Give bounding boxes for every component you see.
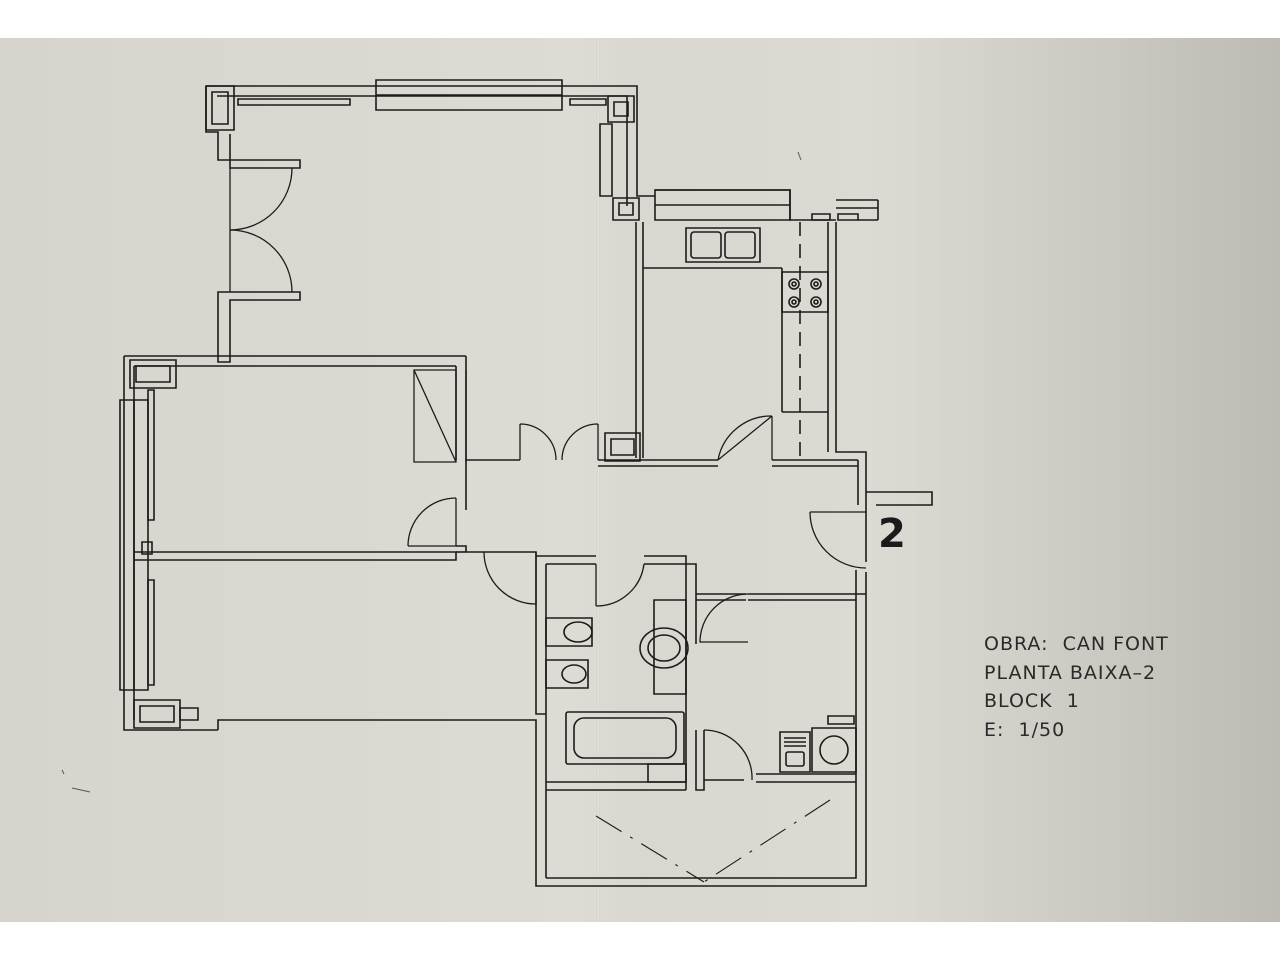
paper-shadow bbox=[860, 38, 1280, 922]
laundry-fixtures bbox=[780, 716, 856, 772]
block-name: BLOCK 1 bbox=[984, 690, 1080, 712]
unit-number-label: 2 bbox=[878, 511, 906, 557]
entrance-door bbox=[810, 512, 866, 568]
project-name: OBRA: CAN FONT bbox=[984, 633, 1169, 655]
scale-label: E: 1/50 bbox=[984, 718, 1066, 741]
washbasin bbox=[640, 628, 688, 668]
paper-sheet bbox=[0, 38, 1280, 922]
bathroom-door bbox=[596, 564, 644, 606]
paper-marks bbox=[62, 152, 801, 792]
bathroom-fixtures bbox=[546, 600, 688, 782]
kitchen-fixtures bbox=[643, 222, 828, 458]
washing-machine bbox=[812, 728, 856, 772]
bedroom-door bbox=[408, 498, 456, 546]
cooktop bbox=[782, 272, 828, 312]
doors bbox=[230, 168, 866, 780]
paper-fold bbox=[597, 38, 600, 922]
laundry-sink bbox=[780, 732, 810, 772]
gallery-skylight bbox=[596, 800, 830, 882]
kitchen-sink bbox=[686, 228, 760, 262]
bathtub bbox=[566, 712, 684, 764]
structural-columns bbox=[130, 86, 640, 728]
floor-name: PLANTA BAIXA–2 bbox=[984, 661, 1157, 684]
kitchen-door bbox=[718, 416, 772, 460]
toilet bbox=[546, 618, 592, 646]
windows bbox=[120, 80, 878, 690]
terrace-door bbox=[230, 168, 292, 230]
bidet bbox=[546, 660, 588, 688]
living-door bbox=[520, 424, 556, 460]
title-block: OBRA: CAN FONT PLANTA BAIXA–2 BLOCK 1 E:… bbox=[984, 630, 1169, 744]
